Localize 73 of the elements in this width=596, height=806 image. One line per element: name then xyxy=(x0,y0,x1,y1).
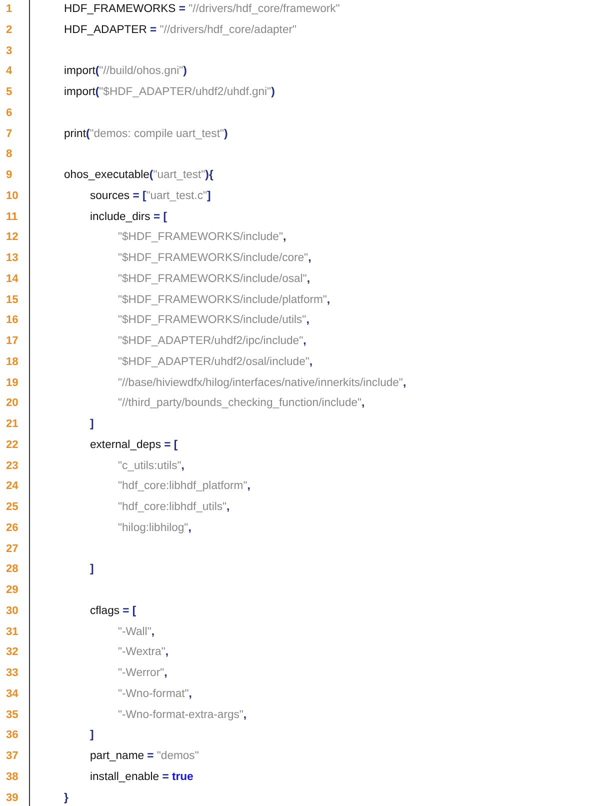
line-number: 7 xyxy=(6,126,12,140)
code-line: "-Werror", xyxy=(118,666,168,680)
code-line: ] xyxy=(90,728,94,742)
line-number: 10 xyxy=(6,188,18,203)
code-line: ] xyxy=(90,417,94,431)
code-line: "//base/hiviewdfx/hilog/interfaces/native/innerkits/include", xyxy=(118,376,406,390)
code-line: ohos_executable("uart_test"){ xyxy=(64,168,214,182)
line-number: 24 xyxy=(6,479,18,494)
line-number: 6 xyxy=(6,106,12,120)
code-line: "$HDF_FRAMEWORKS/include/core", xyxy=(118,251,312,265)
line-number: 36 xyxy=(6,728,18,742)
line-number: 25 xyxy=(6,500,18,514)
code-line: "-Wextra", xyxy=(118,645,168,660)
code-line: "//third_party/bounds_checking_function/include", xyxy=(118,396,365,410)
code-line: part_name = "demos" xyxy=(90,749,199,763)
code-line: HDF_FRAMEWORKS = "//drivers/hdf_core/framework" xyxy=(64,2,340,16)
code-line: "-Wno-format-extra-args", xyxy=(118,708,247,722)
code-line: HDF_ADAPTER = "//drivers/hdf_core/adapter" xyxy=(64,22,296,37)
line-number: 31 xyxy=(6,624,18,638)
line-number: 38 xyxy=(6,770,18,784)
code-line: import("$HDF_ADAPTER/uhdf2/uhdf.gni") xyxy=(64,85,275,99)
line-number: 23 xyxy=(6,458,18,472)
line-number: 29 xyxy=(6,583,18,597)
line-number: 26 xyxy=(6,520,18,535)
line-number: 30 xyxy=(6,604,18,618)
code-line: cflags = [ xyxy=(90,604,136,618)
line-number: 5 xyxy=(6,85,12,99)
code-line: ] xyxy=(90,562,94,576)
code-line: "hdf_core:libhdf_utils", xyxy=(118,500,230,514)
code-line: "hdf_core:libhdf_platform", xyxy=(118,479,250,494)
line-number: 32 xyxy=(6,645,18,660)
line-number: 19 xyxy=(6,376,18,390)
line-number: 28 xyxy=(6,562,18,576)
line-number: 8 xyxy=(6,147,12,162)
line-number: 34 xyxy=(6,686,18,701)
line-number: 27 xyxy=(6,542,18,556)
line-number: 15 xyxy=(6,292,18,306)
code-line: "c_utils:utils", xyxy=(118,458,184,472)
line-number: 1 xyxy=(6,2,12,16)
code-line: sources = ["uart_test.c"] xyxy=(90,188,211,203)
line-number: 22 xyxy=(6,438,18,452)
line-number: 33 xyxy=(6,666,18,680)
line-number: 2 xyxy=(6,22,12,37)
code-line: "$HDF_FRAMEWORKS/include", xyxy=(118,230,286,244)
line-number: 35 xyxy=(6,708,18,722)
code-line: "$HDF_ADAPTER/uhdf2/osal/include", xyxy=(118,354,313,369)
code-line: "-Wno-format", xyxy=(118,686,192,701)
line-number: 13 xyxy=(6,251,18,265)
line-number: 3 xyxy=(6,44,12,58)
code-line: "$HDF_ADAPTER/uhdf2/ipc/include", xyxy=(118,334,306,348)
line-number: 39 xyxy=(6,790,18,804)
code-line: install_enable = true xyxy=(90,770,194,784)
line-number: 12 xyxy=(6,230,18,244)
code-line: include_dirs = [ xyxy=(90,210,167,224)
code-line: "$HDF_FRAMEWORKS/include/platform", xyxy=(118,292,330,306)
code-line: "$HDF_FRAMEWORKS/include/osal", xyxy=(118,272,310,286)
line-number: 16 xyxy=(6,313,18,328)
code-line: external_deps = [ xyxy=(90,438,178,452)
line-number: 21 xyxy=(6,417,18,431)
line-number: 37 xyxy=(6,749,18,763)
line-number: 14 xyxy=(6,272,18,286)
code-line: "-Wall", xyxy=(118,624,154,638)
line-number: 4 xyxy=(6,64,12,78)
code-line: "$HDF_FRAMEWORKS/include/utils", xyxy=(118,313,310,328)
code-line: "hilog:libhilog", xyxy=(118,520,192,535)
code-line: print("demos: compile uart_test") xyxy=(64,126,228,140)
line-number: 20 xyxy=(6,396,18,410)
line-number: 17 xyxy=(6,334,18,348)
line-number: 9 xyxy=(6,168,12,182)
code-line: import("//build/ohos.gni") xyxy=(64,64,187,78)
line-number: 18 xyxy=(6,354,18,369)
line-number: 11 xyxy=(6,210,18,224)
code-line: } xyxy=(64,790,68,804)
